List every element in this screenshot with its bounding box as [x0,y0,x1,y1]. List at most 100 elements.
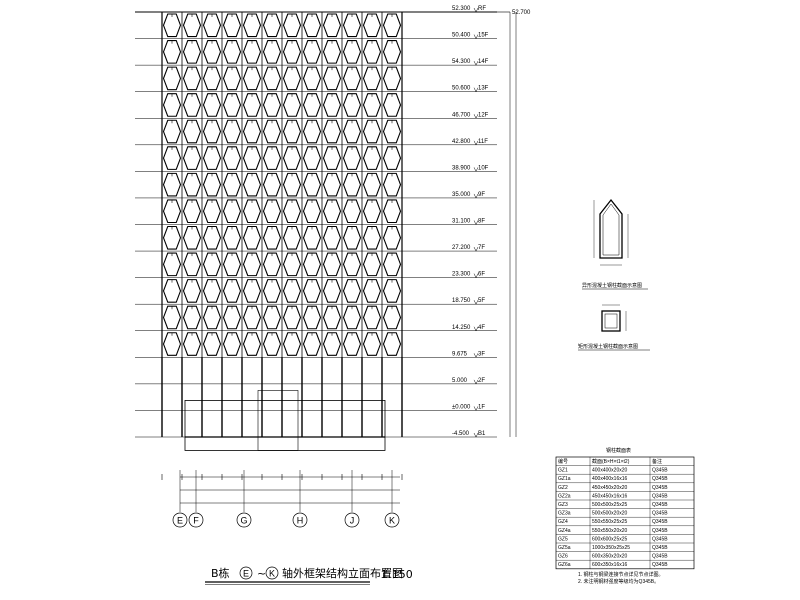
hex-panel [322,119,342,144]
hex-panel [362,199,382,224]
level-elevation: 23.300 [452,272,471,278]
schedule-cell: Q345B [652,554,668,560]
hex-panel [382,13,402,38]
hex-panel [282,225,302,250]
title-axis-end: K [269,569,275,579]
hex-panel [322,13,342,38]
hex-panel [222,66,242,91]
level-triangle-icon [473,167,479,172]
schedule-cell: 400x400x16x16 [592,476,628,482]
hex-panel [242,93,262,117]
level-elevation: 42.800 [452,139,471,145]
drawing-scale: 1:150 [381,568,413,581]
schedule-cell: Q345B [652,493,668,499]
note-1: 1. 钢柱与钢梁连接节点详见节点详图。 [578,571,664,578]
level-elevation: 50.600 [452,86,471,92]
hex-panel [322,225,342,250]
hex-panel [342,279,362,303]
level-label: 15F [478,33,489,39]
schedule-cell: 550x550x25x25 [592,519,628,525]
level-label: 11F [478,139,488,145]
hex-panel [162,13,182,38]
hex-panel [382,172,402,197]
hex-panel [182,225,202,250]
schedule-cell: Q345B [652,519,668,525]
hex-panel [382,332,402,356]
level-triangle-icon [473,61,479,66]
title-text: 轴外框架结构立面布置图 [282,566,403,580]
hex-panel [282,279,302,303]
hex-panel [282,252,302,277]
hex-panel [302,332,322,356]
level-label: 5F [478,298,485,304]
hex-panel [202,279,222,303]
hex-panel [362,225,382,250]
level-marker: 42.800 11F [452,139,488,146]
axis-label: E [177,516,183,526]
schedule-cell: GZ5a [558,545,571,551]
level-triangle-icon [473,326,479,332]
schedule-cell: Q345B [652,536,668,542]
schedule-cell: Q345B [652,528,668,534]
hex-panel [222,13,242,38]
schedule-cell: Q345B [652,562,668,568]
hex-panel [302,252,322,277]
hex-panel [202,305,222,330]
hex-panel [382,305,402,330]
hex-panel [282,93,302,117]
hex-panel [242,172,262,197]
level-label: 8F [478,219,485,225]
hex-panel [342,332,362,356]
hex-panel [182,279,202,303]
facade-frame [135,11,497,451]
hex-panel [342,66,362,91]
level-label: 10F [478,165,489,171]
hex-panel [182,13,202,38]
level-marker: 38.900 10F [452,165,489,172]
hex-panel [262,40,282,64]
hex-panel [262,199,282,224]
hex-panel [322,66,342,91]
schedule-cell: Q345B [652,468,668,474]
hex-panel [302,279,322,303]
hex-panel [382,93,402,117]
hex-panel [242,13,262,38]
hex-panel [262,13,282,38]
hex-panel [222,172,242,197]
section2-label: 矩形混凝土钢柱截面示意图 [578,343,638,350]
hex-panel [242,199,262,224]
axis-label: J [350,516,355,526]
hex-panel [362,252,382,277]
schedule-cell: GZ1 [558,468,568,474]
hex-panel [162,252,182,277]
axis-label: H [297,516,304,526]
level-elevation: 38.900 [452,165,471,171]
hex-panel [362,332,382,356]
hex-panel [362,66,382,91]
hex-panel [182,40,202,64]
schedule-cell: 500x500x25x25 [592,502,628,508]
dimension-lines [161,474,403,504]
hex-panel [162,172,182,197]
schedule-cell: 550x550x20x20 [592,528,628,534]
hex-panel [182,146,202,170]
hex-panel [242,332,262,356]
section-detail-2: 矩形混凝土钢柱截面示意图 [578,304,650,351]
hex-panel [182,332,202,356]
hex-panel [382,66,402,91]
level-elevation: 27.200 [452,245,471,251]
schedule-cell: 600x350x16x16 [592,562,628,568]
level-triangle-icon [473,353,479,358]
hex-panel [182,305,202,330]
hex-panel [262,93,282,117]
hex-panel [302,146,322,170]
hex-panel [242,252,262,277]
hex-panel [222,332,242,356]
hex-panel [202,66,222,91]
schedule-cell: Q345B [652,485,668,491]
level-label: 14F [478,59,489,65]
hex-panel [222,252,242,277]
